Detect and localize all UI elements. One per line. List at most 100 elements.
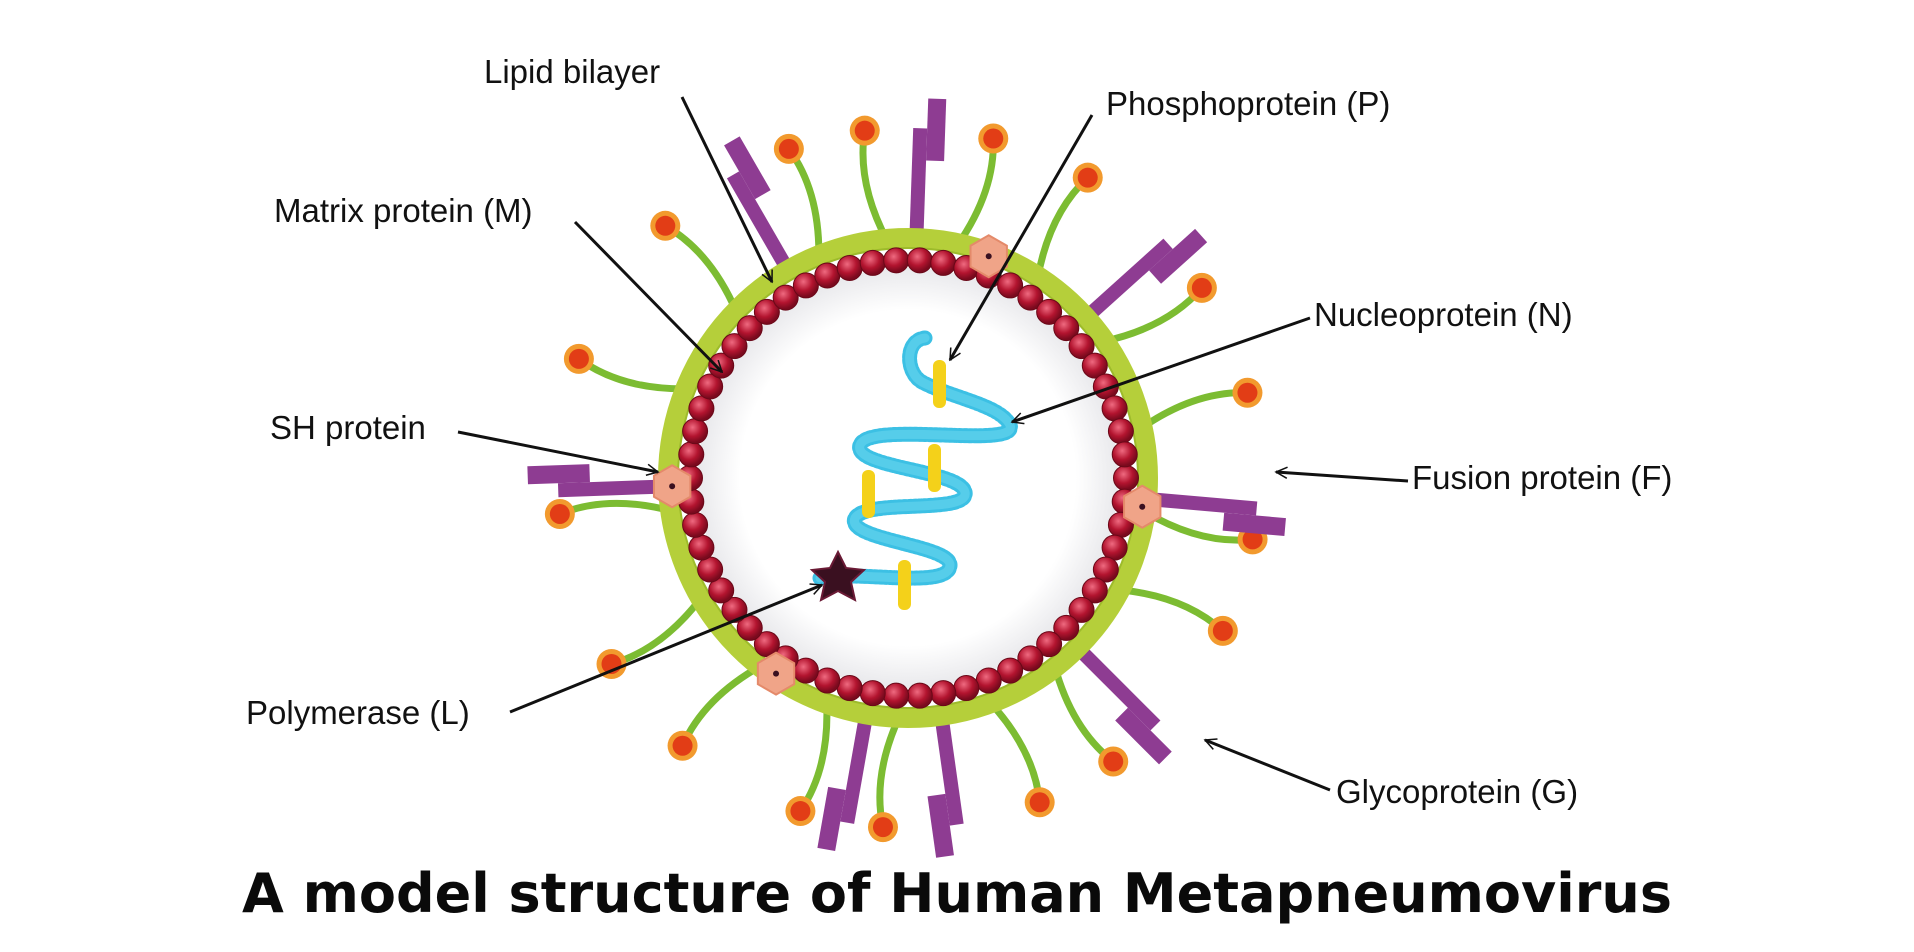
glycoprotein-head-core	[1237, 382, 1258, 403]
label-fusion-protein: Fusion protein (F)	[1412, 459, 1672, 496]
arrow-polymerase	[509, 585, 822, 714]
label-nucleoprotein: Nucleoprotein (N)	[1314, 296, 1573, 333]
matrix-protein-bead	[975, 667, 1002, 694]
fusion-protein-head	[724, 136, 771, 200]
matrix-protein-bead	[688, 534, 715, 561]
fusion-protein	[1148, 492, 1286, 537]
glycoprotein-stalk	[1034, 174, 1092, 282]
glycoprotein-head-core	[1103, 751, 1124, 772]
arrow-fusion-protein	[1276, 472, 1409, 483]
matrix-protein-bead	[721, 596, 748, 623]
fusion-protein	[817, 715, 873, 852]
matrix-protein-bead	[1036, 298, 1063, 325]
matrix-protein-bead	[953, 675, 980, 702]
fusion-protein-stalk	[934, 716, 964, 826]
matrix-protein-bead	[678, 441, 705, 468]
sh-protein-core	[669, 483, 676, 490]
surface-proteins	[527, 98, 1286, 858]
matrix-protein-bead	[697, 373, 724, 400]
matrix-protein-bead	[883, 682, 910, 709]
fusion-protein-stalk	[726, 171, 794, 272]
label-glycoprotein: Glycoprotein (G)	[1336, 773, 1578, 810]
glycoprotein-head-core	[790, 801, 811, 822]
matrix-protein-bead	[772, 284, 799, 311]
label-matrix-protein: Matrix protein (M)	[274, 192, 533, 229]
matrix-protein-bead	[688, 395, 715, 422]
fusion-protein-stalk	[840, 715, 873, 824]
matrix-protein-bead	[1068, 596, 1095, 623]
glycoprotein-head-core	[854, 120, 875, 141]
matrix-protein-bead	[859, 680, 886, 707]
fusion-protein-stalk	[1083, 238, 1173, 322]
matrix-protein-bead	[1092, 556, 1119, 583]
glycoprotein-stalk	[796, 698, 831, 815]
fusion-protein	[1074, 644, 1172, 765]
glycoprotein-head-core	[1191, 277, 1212, 298]
matrix-protein-bead	[721, 333, 748, 360]
arrow-glycoprotein	[1205, 740, 1331, 792]
matrix-protein-bead	[883, 247, 910, 274]
phosphoprotein-rod	[928, 444, 941, 492]
fusion-protein	[724, 136, 794, 272]
glycoprotein-head-core	[983, 128, 1004, 149]
matrix-protein-bead	[1053, 614, 1080, 641]
glycoprotein-head-core	[568, 348, 589, 369]
fusion-protein-head	[927, 793, 954, 858]
nucleocapsid	[809, 330, 1018, 610]
glycoprotein-stalk	[876, 712, 904, 831]
glycoprotein-head-core	[1077, 167, 1098, 188]
fusion-protein-head	[1149, 228, 1208, 284]
glycoprotein-stalk	[985, 698, 1044, 806]
fusion-protein-head	[926, 98, 947, 162]
matrix-protein-bead	[1113, 465, 1139, 491]
matrix-protein-bead	[1036, 631, 1063, 658]
matrix-protein-bead	[1081, 352, 1108, 379]
matrix-protein-bead	[836, 254, 863, 281]
fusion-protein-head	[1115, 707, 1172, 765]
fusion-protein-stalk	[557, 479, 667, 498]
fusion-protein	[527, 464, 667, 498]
glycoprotein-head-core	[549, 503, 570, 524]
fusion-protein	[909, 98, 947, 237]
phosphoprotein-rod	[862, 470, 875, 518]
sh-protein-core	[773, 670, 780, 677]
matrix-protein-bead	[1068, 333, 1095, 360]
glycoprotein-head-core	[1029, 792, 1050, 813]
label-phosphoprotein: Phosphoprotein (P)	[1106, 85, 1390, 122]
glycoprotein-stalk	[679, 662, 765, 750]
matrix-protein-bead	[1101, 395, 1128, 422]
matrix-protein-bead	[997, 657, 1024, 684]
matrix-protein-bead	[1101, 534, 1128, 561]
matrix-protein-bead	[1111, 441, 1138, 468]
fusion-protein-stalk	[909, 127, 928, 237]
matrix-protein-bead	[997, 272, 1024, 299]
matrix-protein-bead	[814, 667, 841, 694]
arrow-lipid-bilayer	[680, 96, 774, 282]
arrow-matrix-protein	[573, 220, 722, 372]
matrix-protein-bead	[930, 680, 957, 707]
fusion-protein-head	[1222, 512, 1286, 537]
glycoprotein-stalk	[1137, 389, 1251, 433]
matrix-protein-bead	[814, 262, 841, 289]
sh-proteins	[652, 234, 1162, 696]
arrow-sh-protein	[457, 430, 658, 472]
glycoprotein-head-core	[672, 735, 693, 756]
glycoprotein-stalk	[1114, 586, 1227, 635]
matrix-protein-bead	[736, 315, 763, 342]
glycoprotein-stalk	[608, 593, 706, 668]
matrix-protein-bead	[682, 511, 709, 538]
sh-protein-core	[985, 253, 992, 260]
glycoprotein-head-core	[872, 817, 893, 838]
matrix-protein-bead	[906, 682, 933, 709]
annotation-arrows	[457, 96, 1409, 792]
polymerase-star	[809, 549, 867, 602]
glycoprotein-stalk	[575, 355, 691, 393]
phosphoprotein-rod	[933, 360, 946, 408]
glycoprotein-stalk	[661, 222, 741, 317]
fusion-protein-head	[527, 464, 590, 485]
glycoprotein-head-core	[1242, 529, 1263, 550]
arrow-nucleoprotein	[1012, 316, 1311, 422]
glycoprotein-head-core	[655, 215, 676, 236]
matrix-protein-bead	[1017, 284, 1044, 311]
